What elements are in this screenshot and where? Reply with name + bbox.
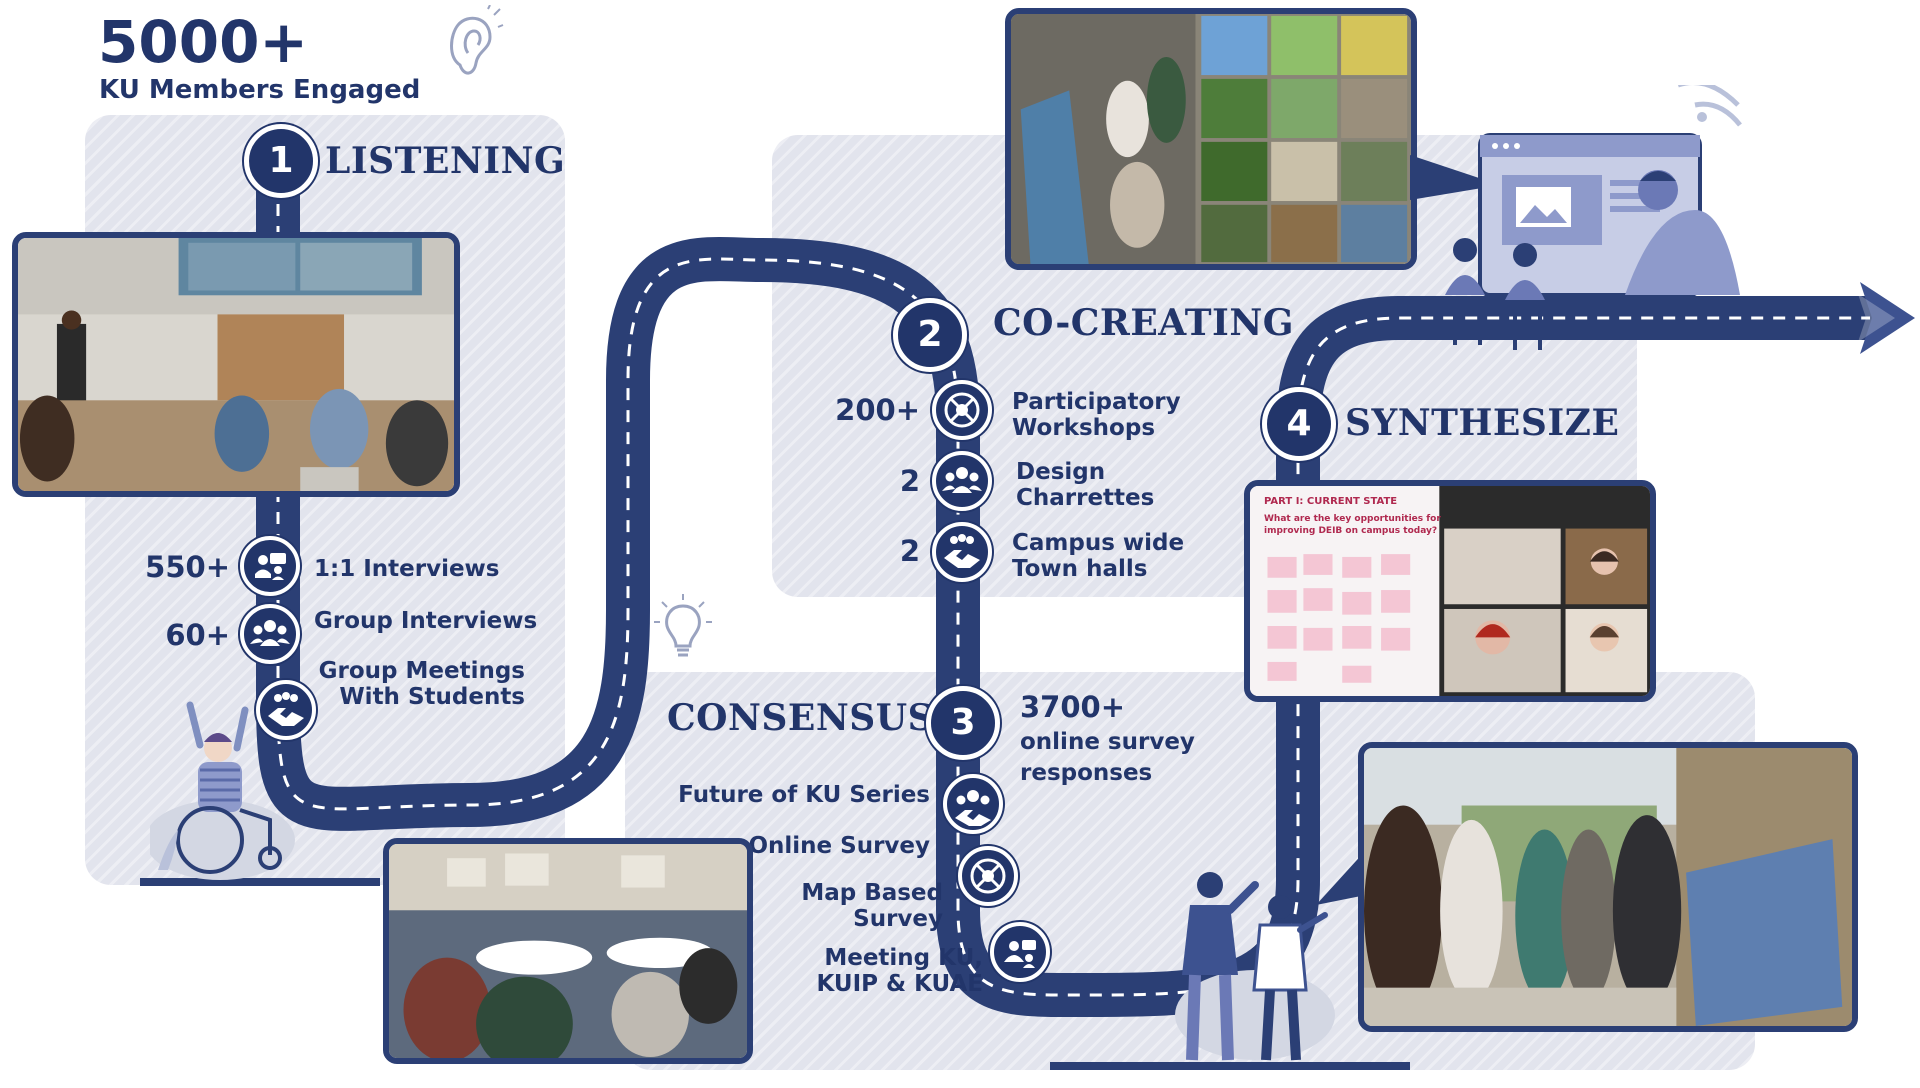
consensus-stat-line1: online survey (1020, 729, 1195, 755)
handshake-icon (932, 522, 992, 582)
listening-item-3-label: Group Meetings With Students (300, 658, 525, 710)
stage-4-title: SYNTHESIZE (1345, 402, 1620, 444)
ear-icon (450, 5, 504, 75)
photo-synthesize-virtual-meeting: PART I: CURRENT STATE What are the key o… (1244, 480, 1656, 702)
listening-item-2-count: 60+ (165, 618, 230, 652)
presenter-screen-illustration (1445, 85, 1742, 350)
stage-2-number: 2 (893, 298, 967, 372)
stage-3-number: 3 (926, 686, 1000, 760)
consensus-item-4-line2: KUIP & KUAE (816, 971, 983, 997)
handshake-icon (256, 680, 316, 740)
screen-heading: PART I: CURRENT STATE (1264, 496, 1398, 507)
listening-item-1-count: 550+ (145, 550, 230, 584)
listening-item-3-line1: Group Meetings (318, 658, 525, 684)
photo-consensus-meeting (383, 838, 753, 1064)
stage-4-number: 4 (1262, 387, 1336, 461)
consensus-item-3-line1: Map Based (801, 880, 943, 906)
consensus-item-2-label: Online Survey (748, 833, 930, 859)
speech-pointer-2 (1316, 850, 1366, 905)
consensus-stat-label: online survey responses (1020, 727, 1195, 789)
screen-question: What are the key opportunities for impro… (1264, 513, 1441, 537)
screen-question-line1: What are the key opportunities for (1264, 514, 1441, 524)
stage-3-title: CONSENSUS (667, 697, 935, 739)
stage-2-title: CO-CREATING (993, 302, 1295, 344)
workshop-icon (932, 380, 992, 440)
co-creating-item-2-count: 2 (899, 464, 920, 498)
stage-1-title: LISTENING (325, 140, 566, 182)
group-icon (240, 604, 300, 664)
wheelchair-person-illustration (150, 701, 295, 880)
co-creating-item-1-label: Participatory Workshops (1012, 389, 1181, 441)
co-creating-item-2-line2: Charrettes (1016, 485, 1155, 511)
group-icon (943, 774, 1003, 834)
workshop-icon (958, 846, 1018, 906)
listening-item-3-line2: With Students (339, 684, 525, 710)
meeting-icon (990, 922, 1050, 982)
co-creating-item-3-count: 2 (899, 534, 920, 568)
consensus-item-3-line2: Survey (853, 906, 943, 932)
co-creating-item-2-label: Design Charrettes (1016, 459, 1154, 511)
photo-outdoor-map-review (1358, 742, 1858, 1032)
co-creating-item-3-line1: Campus wide (1012, 530, 1185, 556)
header-subtitle: KU Members Engaged (99, 75, 421, 105)
photo-co-creating-workshop (1005, 8, 1417, 270)
co-creating-item-3-label: Campus wide Town halls (1012, 530, 1184, 582)
interview-icon (240, 536, 300, 596)
co-creating-item-1-count: 200+ (835, 393, 920, 427)
consensus-stat-line2: responses (1020, 760, 1153, 786)
two-people-waving-illustration (1175, 872, 1335, 1061)
speech-pointer (1410, 155, 1500, 200)
consensus-item-1-label: Future of KU Series (678, 782, 930, 808)
screen-question-line2: improving DEIB on campus today? (1264, 526, 1438, 536)
header-big-number: 5000+ (98, 8, 309, 76)
group-icon (932, 451, 992, 511)
listening-item-2-label: Group Interviews (314, 608, 538, 634)
road-arrow-head (1858, 282, 1915, 354)
co-creating-item-1-line1: Participatory (1012, 389, 1181, 415)
consensus-stat-number: 3700+ (1020, 690, 1126, 724)
lightbulb-icon (654, 594, 712, 657)
co-creating-item-3-line2: Town halls (1012, 556, 1148, 582)
stage-1-number: 1 (244, 124, 318, 198)
co-creating-item-2-line1: Design (1016, 459, 1106, 485)
photo-listening-session (12, 232, 460, 497)
listening-item-1-label: 1:1 Interviews (314, 556, 500, 582)
consensus-item-4-label: Meeting KU, KUIP & KUAE (620, 945, 983, 997)
consensus-item-3-label: Map Based Survey (620, 880, 943, 932)
consensus-item-4-line1: Meeting KU, (824, 945, 983, 971)
co-creating-item-1-line2: Workshops (1012, 415, 1156, 441)
